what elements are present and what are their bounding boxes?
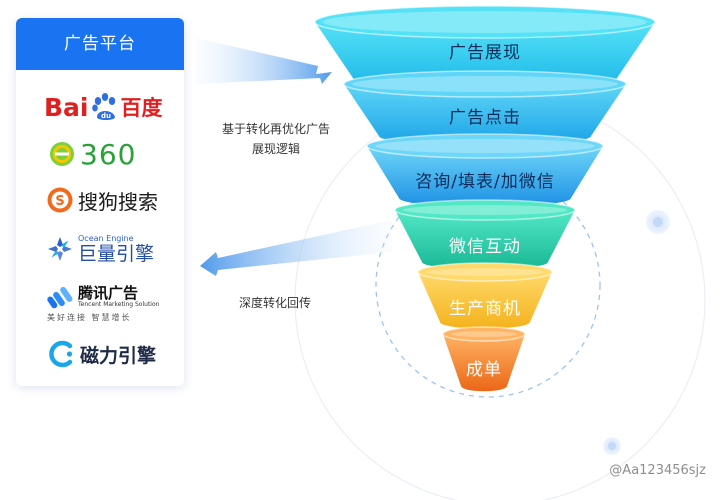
stage-label: 广告点击 <box>449 108 521 128</box>
funnel-stage-body <box>418 272 552 329</box>
funnel-stage-shine <box>451 331 517 337</box>
optimize-arrow <box>196 38 332 84</box>
ocean-engine-cn: 巨量引擎 <box>78 242 155 265</box>
tencent-ads-en: Tencent Marketing Solution <box>78 300 160 308</box>
ad-platform-panel: 广告平台 <box>16 18 184 386</box>
baidu-text-du: du <box>101 112 111 120</box>
optimize-note-line2: 展现逻辑 <box>251 142 300 156</box>
tencent-ads-cn: 腾讯广告 <box>78 284 139 303</box>
funnel-stage-shine <box>403 205 567 215</box>
tencent-ads-slogan: 美好连接 智慧增长 <box>47 313 132 322</box>
funnel-stage-shine <box>426 268 544 276</box>
tencent-ads-icon <box>47 286 73 309</box>
funnel-stage-shine <box>352 76 618 92</box>
platform-360: 360 <box>48 137 136 171</box>
funnel-stage <box>394 199 576 270</box>
optimize-note: 基于转化再优化广告 展现逻辑 <box>212 119 340 159</box>
cili-engine-text: 磁力引擎 <box>80 344 157 367</box>
funnel-stage-rim <box>366 133 604 159</box>
sogou-text: 搜狗搜索 <box>78 189 158 214</box>
stage-label: 广告展现 <box>449 43 521 63</box>
funnel-stage-rim <box>394 199 576 221</box>
funnel-stage-shine <box>375 139 595 153</box>
platform-tencent-ads: 腾讯广告 Tencent Marketing Solution <box>46 280 159 314</box>
stage-label: 咨询/填表/加微信 <box>415 172 555 192</box>
svg-text:S: S <box>55 194 64 209</box>
funnel-stage-body <box>395 210 575 270</box>
funnel-stage <box>343 70 627 146</box>
funnel-stage-rim <box>442 326 526 342</box>
platform-cili-engine: 磁力引擎 <box>48 337 156 371</box>
feedback-note: 深度转化回传 <box>238 296 311 310</box>
funnel-stage-shine <box>323 11 647 33</box>
baidu-text-cn: 百度 <box>120 96 163 120</box>
funnel-stage <box>417 262 553 329</box>
ocean-engine-icon <box>48 237 72 261</box>
stage-label: 生产商机 <box>449 299 521 319</box>
tencent-ads-text: 腾讯广告 Tencent Marketing Solution <box>78 285 159 308</box>
funnel-layers <box>314 5 656 392</box>
platform-sogou: S 搜狗搜索 <box>46 183 158 217</box>
funnel-stage <box>442 326 526 392</box>
panel-title: 广告平台 <box>16 18 184 70</box>
stage-label: 微信互动 <box>449 237 521 257</box>
platform-baidu: Bai du 百度 <box>44 90 163 124</box>
platform-ocean-engine: Ocean Engine 巨量引擎 <box>46 232 154 266</box>
cili-engine-icon <box>49 340 73 368</box>
360-text: 360 <box>80 137 137 171</box>
funnel-stage-rim <box>314 5 656 39</box>
funnel-stage-rim <box>417 262 553 282</box>
ocean-engine-en: Ocean Engine <box>78 233 134 243</box>
watermark: @Aa123456sjz <box>609 463 706 478</box>
sogou-icon: S <box>47 187 73 213</box>
optimize-note-line1: 基于转化再优化广告 <box>221 122 330 136</box>
funnel-stage-body <box>344 84 626 146</box>
ocean-engine-text: Ocean Engine 巨量引擎 <box>78 233 155 265</box>
funnel-stage <box>366 133 604 207</box>
paw-icon: du <box>91 93 115 120</box>
funnel-stage-body <box>443 334 525 392</box>
360-icon <box>50 142 74 166</box>
funnel-stage-rim <box>343 70 627 98</box>
funnel-stage-body <box>367 146 603 207</box>
stage-label: 成单 <box>466 360 502 380</box>
feedback-arrow <box>200 220 392 276</box>
baidu-text-bai: Bai <box>44 92 89 122</box>
